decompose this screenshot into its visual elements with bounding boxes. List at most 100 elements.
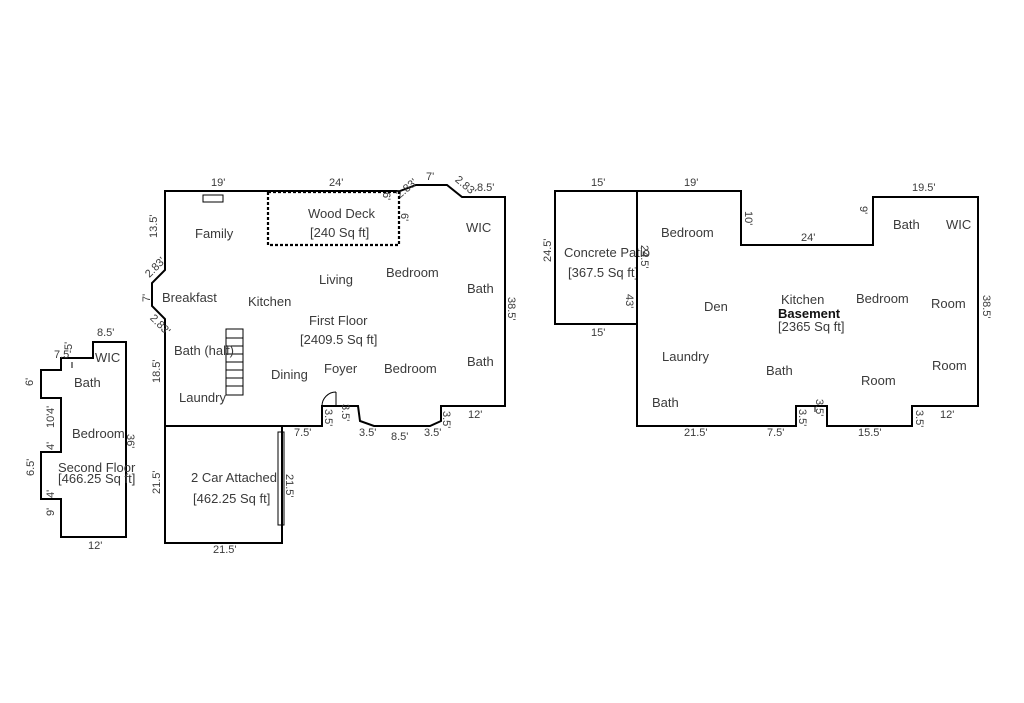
dim-label: 3.5': [813, 399, 825, 416]
room-label: WIC: [466, 220, 491, 235]
dim-label: 24.5': [542, 238, 554, 262]
dim-label: 7': [141, 294, 153, 302]
first-floor-outline: [151, 184, 506, 427]
dim-label: 38.5': [980, 295, 992, 319]
dim-label: 5': [63, 342, 75, 350]
dim-label: 4': [45, 442, 57, 450]
wood-deck-plan: Wood Deck [240 Sq ft]: [266, 190, 401, 247]
dim-label: 7.5': [294, 427, 311, 439]
dim-label: 3.5': [913, 410, 925, 427]
dim-label: 9': [45, 508, 57, 516]
room-label: Bath: [652, 395, 679, 410]
garage-area: [462.25 Sq ft]: [193, 491, 270, 506]
garage-door: [277, 431, 285, 526]
room-label: Laundry: [179, 390, 226, 405]
dim-label: 24.5': [638, 245, 650, 269]
room-label: Foyer: [324, 361, 358, 376]
dim-label: 8.5': [477, 182, 494, 194]
patio-area: [367.5 Sq ft]: [568, 265, 638, 280]
room-label: Kitchen: [248, 294, 291, 309]
dim-label: 7': [426, 171, 434, 183]
room-label: Kitchen: [781, 292, 824, 307]
dim-label: 19': [211, 177, 225, 189]
wood-deck-outline: [266, 190, 401, 247]
room-label: Room: [932, 358, 967, 373]
second-floor-plan: 8.5' 7.5' 5' 6' 4' 10' 4' 6.5' 4' 9' 12'…: [24, 327, 136, 552]
room-label: Bedroom: [72, 426, 125, 441]
door-swing-icon: [321, 391, 337, 407]
dim-label: 2.83': [452, 174, 478, 198]
dim-label: 7.5': [54, 349, 71, 361]
dim-label: 6.5': [25, 459, 37, 476]
dim-label: 24': [329, 177, 343, 189]
dim-label: 10': [742, 211, 754, 225]
garage-title: 2 Car Attached: [191, 470, 277, 485]
dim-label: 15': [591, 327, 605, 339]
garage-plan: 21.5' 21.5' 21.5' 2 Car Attached [462.25…: [151, 425, 295, 556]
basement-outline: [636, 190, 979, 427]
dim-label: 8.5': [97, 327, 114, 339]
dim-label: 43': [623, 294, 635, 308]
dim-label: 3.5': [424, 427, 441, 439]
dim-label: 19': [684, 177, 698, 189]
dim-label: 6': [380, 192, 392, 200]
room-label: Dining: [271, 367, 308, 382]
first-floor-plan: 19' 24' 2.83' 7' 2.83' 8.5' 13.5' 2.83' …: [141, 171, 517, 443]
room-label: Breakfast: [162, 290, 217, 305]
floor-area: [466.25 Sq ft]: [58, 471, 135, 486]
room-label: Room: [861, 373, 896, 388]
dim-label: 24': [801, 232, 815, 244]
dim-label: 21.5': [684, 427, 708, 439]
dim-label: 15.5': [858, 427, 882, 439]
floor-area: [2365 Sq ft]: [778, 319, 845, 334]
basement-plan: 19' 10' 24' 9' 19.5' 38.5' 43' 21.5' 7.5…: [623, 177, 992, 439]
dim-label: 21.5': [213, 544, 237, 556]
floor-title: First Floor: [309, 313, 368, 328]
room-label: Bedroom: [386, 265, 439, 280]
dim-label: 12': [468, 409, 482, 421]
dim-label: 21.5': [151, 470, 163, 494]
room-label: Bedroom: [856, 291, 909, 306]
dim-label: 13.5': [148, 214, 160, 238]
room-label: WIC: [95, 350, 120, 365]
floor-title: Second Floor: [58, 460, 136, 475]
dim-label: 8.5': [391, 431, 408, 443]
dim-label: 4': [45, 490, 57, 498]
dim-label: 18.5': [151, 359, 163, 383]
room-label: Bath: [893, 217, 920, 232]
room-label: Family: [195, 226, 234, 241]
dim-label: 2.83': [147, 312, 172, 337]
dim-label: 38.5': [505, 297, 517, 321]
room-label: Bath: [467, 354, 494, 369]
garage-outline: [164, 425, 283, 544]
dim-label: 12': [940, 409, 954, 421]
dim-label: 6': [24, 378, 36, 386]
dim-label: 3.5': [339, 404, 351, 421]
deck-area: [240 Sq ft]: [310, 225, 369, 240]
deck-title: Wood Deck: [308, 206, 375, 221]
room-label: Bedroom: [661, 225, 714, 240]
second-floor-outline: [40, 341, 127, 538]
room-label: Room: [931, 296, 966, 311]
room-label: Laundry: [662, 349, 709, 364]
dim-label: 10': [45, 414, 57, 428]
staircase-icon: [225, 328, 244, 396]
dim-label: 3.5': [440, 411, 452, 428]
dim-label: 3.5': [322, 409, 334, 426]
dim-label: 7.5': [767, 427, 784, 439]
fireplace-icon: [202, 194, 224, 203]
dim-label: 19.5': [912, 182, 936, 194]
room-label: Bedroom: [384, 361, 437, 376]
floor-area: [2409.5 Sq ft]: [300, 332, 377, 347]
dim-label: 3.5': [359, 427, 376, 439]
room-label: Bath: [766, 363, 793, 378]
dim-label: 12': [88, 540, 102, 552]
dim-label: 9': [857, 206, 869, 214]
room-label: Bath (half): [174, 343, 234, 358]
dim-label: 4': [45, 406, 57, 414]
room-label: WIC: [946, 217, 971, 232]
patio-title: Concrete Patio: [564, 245, 650, 260]
dim-label: 6': [398, 213, 410, 221]
concrete-patio-plan: 15' 24.5' 15' 24.5' Concrete Patio [367.…: [542, 177, 650, 339]
